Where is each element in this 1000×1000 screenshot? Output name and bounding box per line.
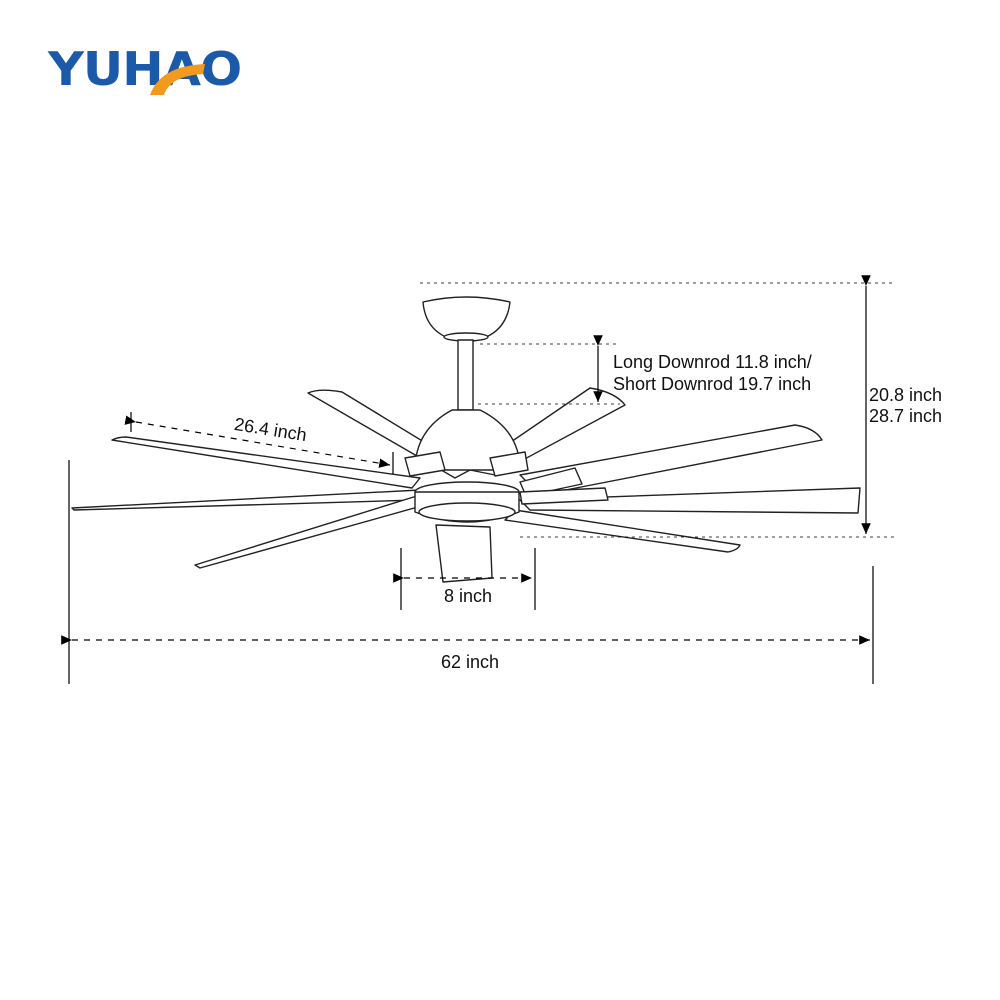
fan-blade bbox=[435, 524, 493, 583]
fan-blade bbox=[519, 424, 823, 496]
blade-bracket bbox=[404, 451, 446, 477]
downrod-short-label: Short Downrod 19.7 inch bbox=[613, 374, 812, 394]
fan-blade bbox=[519, 487, 861, 514]
brand-logo: YUHAO bbox=[48, 46, 298, 100]
height-b-label: 28.7 inch bbox=[869, 406, 943, 426]
downrod-long-label: Long Downrod 11.8 inch/ bbox=[613, 352, 812, 372]
height-a-label: 20.8 inch bbox=[869, 385, 943, 405]
blade-bracket bbox=[489, 451, 529, 477]
light-kit-lens bbox=[418, 502, 516, 522]
motor-width-label: 8 inch bbox=[444, 586, 493, 606]
fan-canopy bbox=[422, 296, 511, 343]
fan-downrod bbox=[457, 339, 474, 411]
fan-blade bbox=[71, 489, 421, 511]
logo-swoosh-icon bbox=[150, 64, 205, 95]
brand-logo-text: YUHAO bbox=[48, 42, 242, 96]
fan-blade bbox=[504, 509, 741, 553]
total-span-label: 62 inch bbox=[441, 652, 500, 672]
blade-bracket bbox=[519, 487, 609, 505]
